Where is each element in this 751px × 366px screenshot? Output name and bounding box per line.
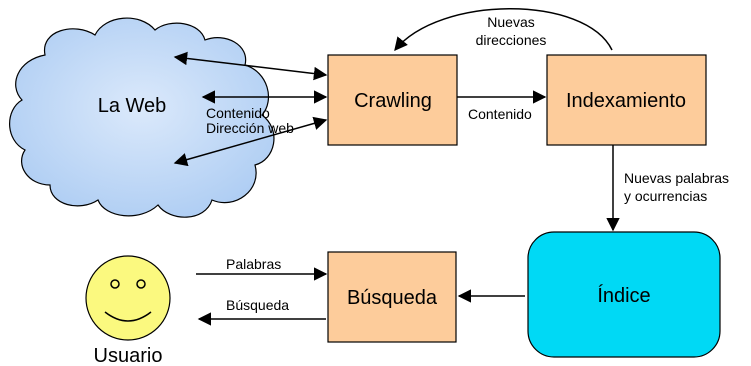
nuevas-direcciones-label-1: Nuevas	[487, 14, 534, 30]
indice-label: Índice	[597, 284, 650, 307]
crawling-node: Crawling	[327, 54, 458, 146]
indice-box	[527, 231, 721, 358]
palabras-label: Palabras	[226, 256, 281, 272]
busqueda-label: Búsqueda	[347, 287, 438, 309]
indexamiento-label: Indexamiento	[566, 90, 686, 112]
busqueda-edge-label: Búsqueda	[226, 297, 289, 313]
crawling-box	[327, 54, 458, 146]
nuevas-palabras-label-1: Nuevas palabras	[624, 170, 729, 186]
indexamiento-node: Indexamiento	[546, 54, 707, 146]
edge-web-crawling-bottom	[173, 116, 328, 167]
crawling-label: Crawling	[354, 90, 432, 112]
indexamiento-box	[546, 54, 707, 146]
face-icon	[85, 255, 171, 341]
nuevas-direcciones-label-2: direcciones	[476, 32, 547, 48]
right-eye-icon	[136, 279, 146, 289]
usuario-node: Usuario	[85, 255, 171, 366]
edge-indexamiento-crawling	[394, 8, 613, 52]
busqueda-box	[327, 251, 457, 343]
smile-icon	[104, 311, 152, 322]
web-label: La Web	[98, 95, 167, 117]
direccion-web-label: Dirección web	[206, 120, 294, 136]
contenido-label: Contenido	[468, 106, 532, 122]
nuevas-palabras-label-2: y ocurrencias	[624, 188, 707, 204]
left-eye-icon	[110, 279, 120, 289]
edge-web-crawling-top	[173, 51, 328, 81]
usuario-label: Usuario	[94, 345, 163, 366]
busqueda-node: Búsqueda	[327, 251, 457, 343]
contenido-web-label: Contenido	[206, 105, 270, 121]
indice-node: Índice	[527, 231, 721, 358]
